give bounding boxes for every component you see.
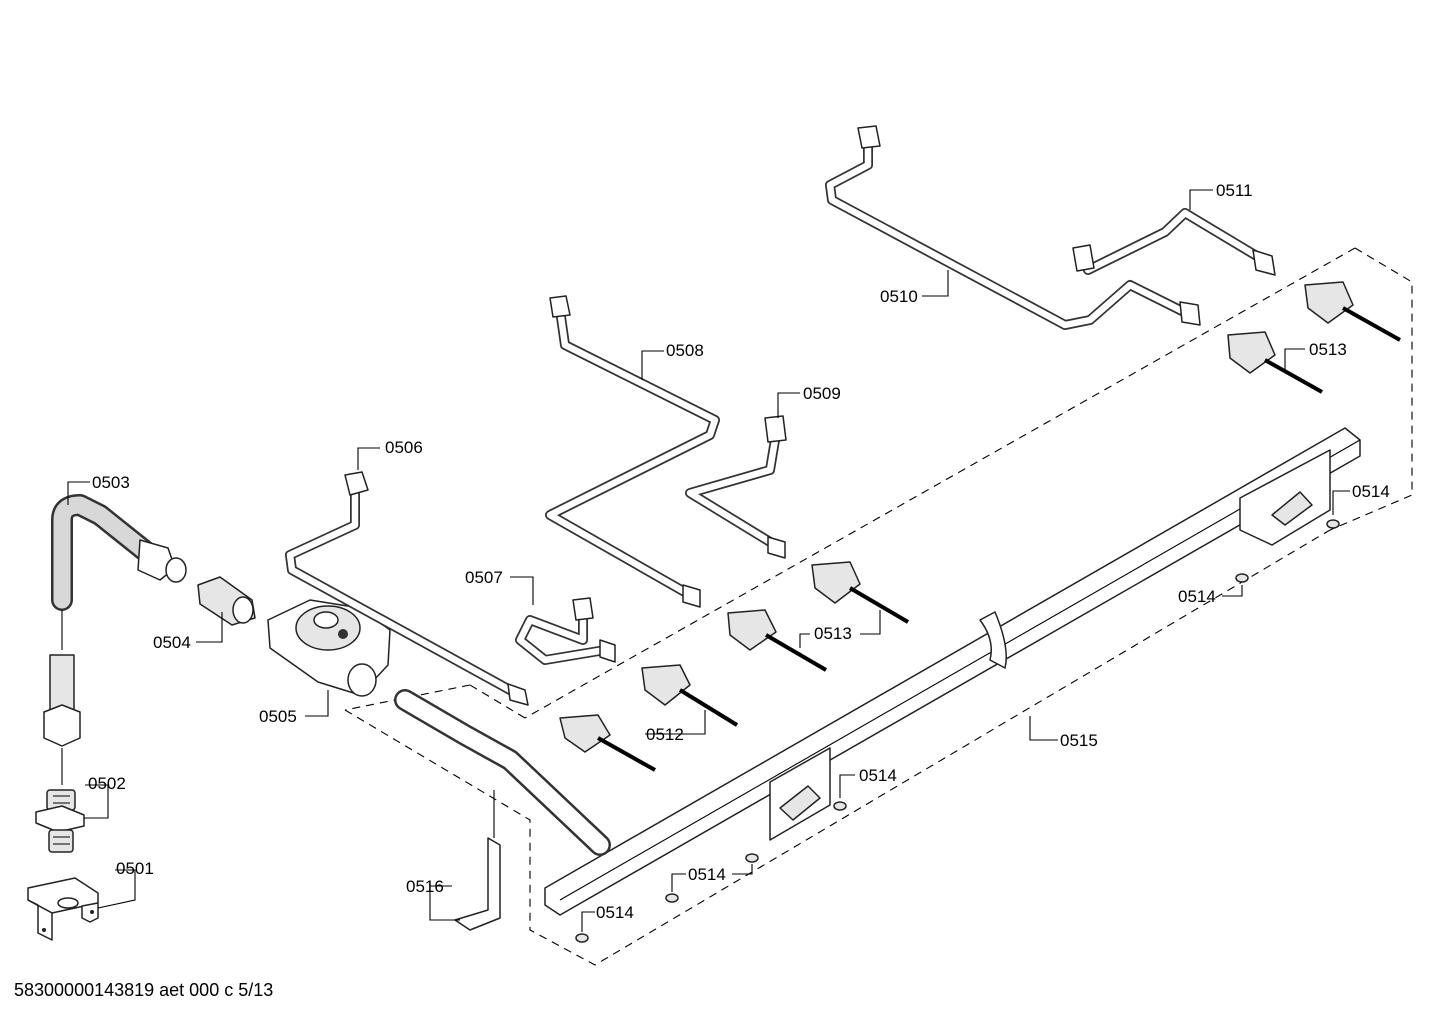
- label-0514-a: 0514: [1352, 482, 1390, 501]
- part-0508-pipe: [545, 295, 720, 608]
- screw-0514-2: [665, 893, 679, 903]
- label-0505: 0505: [259, 707, 297, 726]
- valve-0513-d: [1304, 281, 1401, 342]
- label-0516: 0516: [406, 877, 444, 896]
- part-labels: 0501 0502 0503 0504 0505 0506 0507 0508 …: [88, 181, 1390, 922]
- label-0515: 0515: [1060, 731, 1098, 750]
- valve-0512-b: [641, 664, 739, 727]
- leader-lines: [67, 189, 1350, 932]
- part-0504-nipple: [197, 576, 256, 626]
- valve-0513-b: [811, 561, 910, 624]
- label-0514-c: 0514: [859, 766, 897, 785]
- screw-0514-5: [1235, 573, 1249, 583]
- label-0504: 0504: [153, 633, 191, 652]
- label-0503: 0503: [92, 473, 130, 492]
- screw-0514-6: [1326, 519, 1340, 529]
- part-0505-regulator: [267, 599, 391, 697]
- part-0515-manifold: [544, 427, 1361, 916]
- part-0502-fitting: [35, 789, 85, 853]
- label-0513-a: 0513: [814, 624, 852, 643]
- part-0509-pipe: [685, 415, 787, 559]
- label-0501: 0501: [116, 859, 154, 878]
- screw-0514-1: [575, 933, 589, 943]
- label-0513-b: 0513: [1309, 340, 1347, 359]
- label-0514-e: 0514: [596, 903, 634, 922]
- label-0507: 0507: [465, 568, 503, 587]
- part-0516-bracket: [394, 689, 611, 931]
- valve-0513-c: [1227, 331, 1323, 394]
- document-reference-footer: 58300000143819 aet 000 c 5/13: [14, 980, 274, 1000]
- label-0506: 0506: [385, 438, 423, 457]
- part-0507-pipe: [515, 597, 616, 665]
- label-0510: 0510: [880, 287, 918, 306]
- part-0503-flex-hose: [43, 494, 187, 785]
- screw-0514-3: [745, 853, 759, 863]
- valve-0512-a: [559, 714, 656, 772]
- label-0502: 0502: [88, 774, 126, 793]
- label-0514-d: 0514: [688, 865, 726, 884]
- part-0506-pipe: [285, 471, 529, 706]
- part-0510-pipe: [825, 125, 1201, 330]
- part-0501-bracket: [27, 877, 99, 941]
- label-0512: 0512: [646, 725, 684, 744]
- valve-0513-a: [727, 609, 828, 672]
- label-0509: 0509: [803, 384, 841, 403]
- screw-0514-4: [833, 801, 847, 811]
- label-0514-b: 0514: [1178, 587, 1216, 606]
- label-0511: 0511: [1216, 181, 1253, 200]
- label-0508: 0508: [666, 341, 704, 360]
- part-0511-pipe: [1072, 208, 1276, 276]
